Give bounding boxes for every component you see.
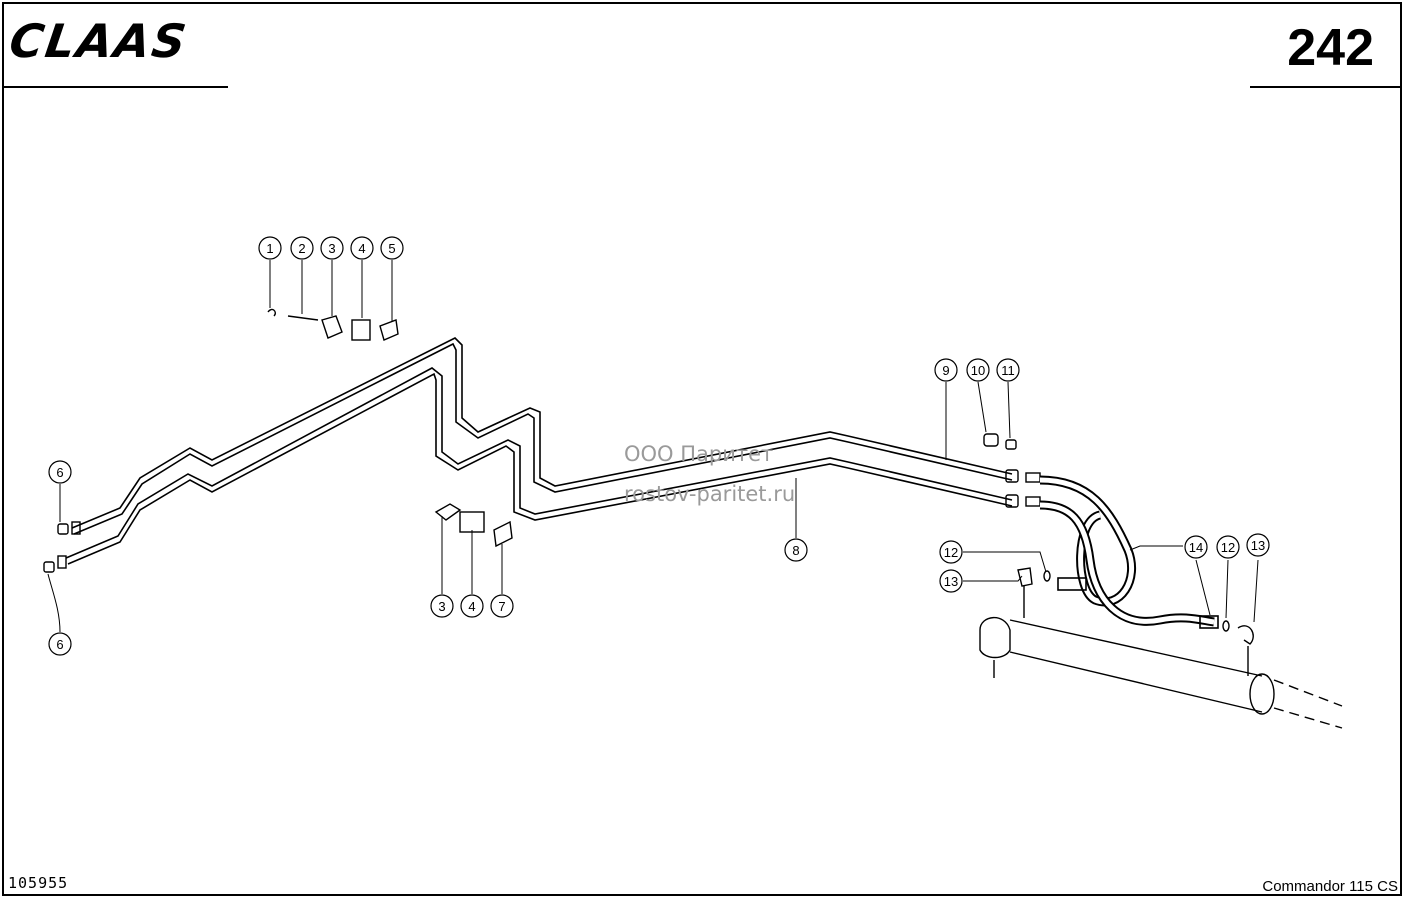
callouts: 1 2 3 4 5 6 6 3 4 7 8 9 10 11 12 13 14 1…: [48, 236, 1270, 656]
callout-2: 2: [290, 236, 314, 260]
callout-label: 12: [944, 545, 958, 560]
callout-label: 1: [266, 241, 273, 256]
callout-12-left: 12: [939, 540, 963, 564]
clamp-parts-top: [267, 308, 399, 341]
callout-13-left: 13: [939, 569, 963, 593]
callout-label: 13: [1251, 538, 1265, 553]
model-name: Commandor 115 CS: [1262, 878, 1398, 895]
callout-13-right: 13: [1246, 533, 1270, 557]
callout-label: 6: [56, 637, 63, 652]
callout-label: 13: [944, 574, 958, 589]
callout-label: 8: [792, 543, 799, 558]
callout-label: 11: [1001, 363, 1015, 378]
callout-3: 3: [320, 236, 344, 260]
callout-label: 2: [298, 241, 305, 256]
callout-label: 3: [438, 599, 445, 614]
callout-6-upper: 6: [48, 460, 72, 484]
callout-label: 14: [1189, 540, 1203, 555]
callout-label: 9: [942, 363, 949, 378]
callout-label: 7: [498, 599, 505, 614]
callout-11: 11: [996, 358, 1020, 382]
clamp-parts-middle: [434, 503, 513, 548]
callout-14: 14: [1184, 535, 1208, 559]
leader-lines: [47, 260, 1259, 633]
brand-underline: [4, 86, 228, 88]
cylinder: [979, 567, 1343, 729]
pipe-upper: [71, 337, 1013, 535]
callout-3-middle: 3: [430, 594, 454, 618]
callout-4: 4: [350, 236, 374, 260]
callout-6-lower: 6: [48, 632, 72, 656]
watermark-url: rostov-paritet.ru: [624, 482, 796, 506]
watermark-company: ООО Паритет: [624, 442, 774, 466]
callout-9: 9: [934, 358, 958, 382]
hoses: [1039, 475, 1219, 629]
callout-label: 3: [328, 241, 335, 256]
callout-label: 6: [56, 465, 63, 480]
callout-10: 10: [966, 358, 990, 382]
callout-label: 5: [388, 241, 395, 256]
pipe-lower: [65, 367, 1013, 565]
callout-5: 5: [380, 236, 404, 260]
page-number-underline: [1250, 86, 1402, 88]
callout-1: 1: [258, 236, 282, 260]
callout-label: 12: [1221, 540, 1235, 555]
callout-label: 4: [358, 241, 365, 256]
callout-7: 7: [490, 594, 514, 618]
callout-4-middle: 4: [460, 594, 484, 618]
page-number: 242: [1287, 19, 1374, 77]
drawing-number: 105955: [8, 874, 69, 892]
callout-label: 4: [468, 599, 475, 614]
callout-label: 10: [971, 363, 985, 378]
left-fittings: [43, 521, 81, 573]
callout-8: 8: [784, 538, 808, 562]
callout-12-right: 12: [1216, 535, 1240, 559]
